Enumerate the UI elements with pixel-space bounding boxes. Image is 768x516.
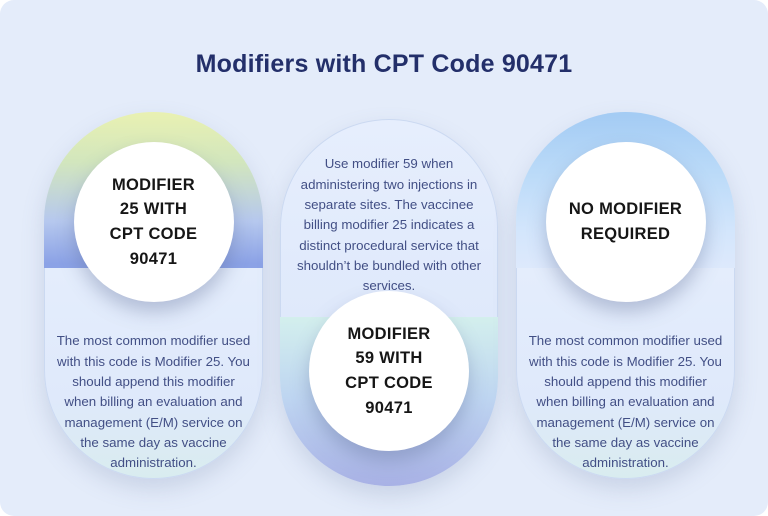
card-no-modifier-circle: NO MODIFIER REQUIRED xyxy=(545,142,706,302)
card-modifier-59-panel xyxy=(280,119,498,317)
card-modifier-59-circle-label: MODIFIER 59 WITH CPT CODE 90471 xyxy=(345,324,433,417)
card-modifier-25-circle-label: MODIFIER 25 WITH CPT CODE 90471 xyxy=(109,175,198,268)
card-no-modifier-circle-label: NO MODIFIER REQUIRED xyxy=(568,200,683,243)
page-title: Modifiers with CPT Code 90471 xyxy=(195,49,573,78)
card-modifier-59-description: Use modifier 59 when administering two i… xyxy=(296,156,482,294)
card-modifier-25-circle: MODIFIER 25 WITH CPT CODE 90471 xyxy=(73,142,234,302)
card-no-modifier-panel xyxy=(516,268,735,479)
card-modifier-25: MODIFIER 25 WITH CPT CODE 90471 The most… xyxy=(44,112,263,479)
card-no-modifier-description: The most common modifier used with this … xyxy=(528,333,723,471)
card-modifier-25-description: The most common modifier used with this … xyxy=(56,333,251,471)
card-no-modifier: NO MODIFIER REQUIRED The most common mod… xyxy=(516,112,735,479)
card-modifier-59: Use modifier 59 when administering two i… xyxy=(280,119,498,486)
card-modifier-25-panel xyxy=(44,268,263,479)
card-modifier-59-circle: MODIFIER 59 WITH CPT CODE 90471 xyxy=(309,291,469,451)
